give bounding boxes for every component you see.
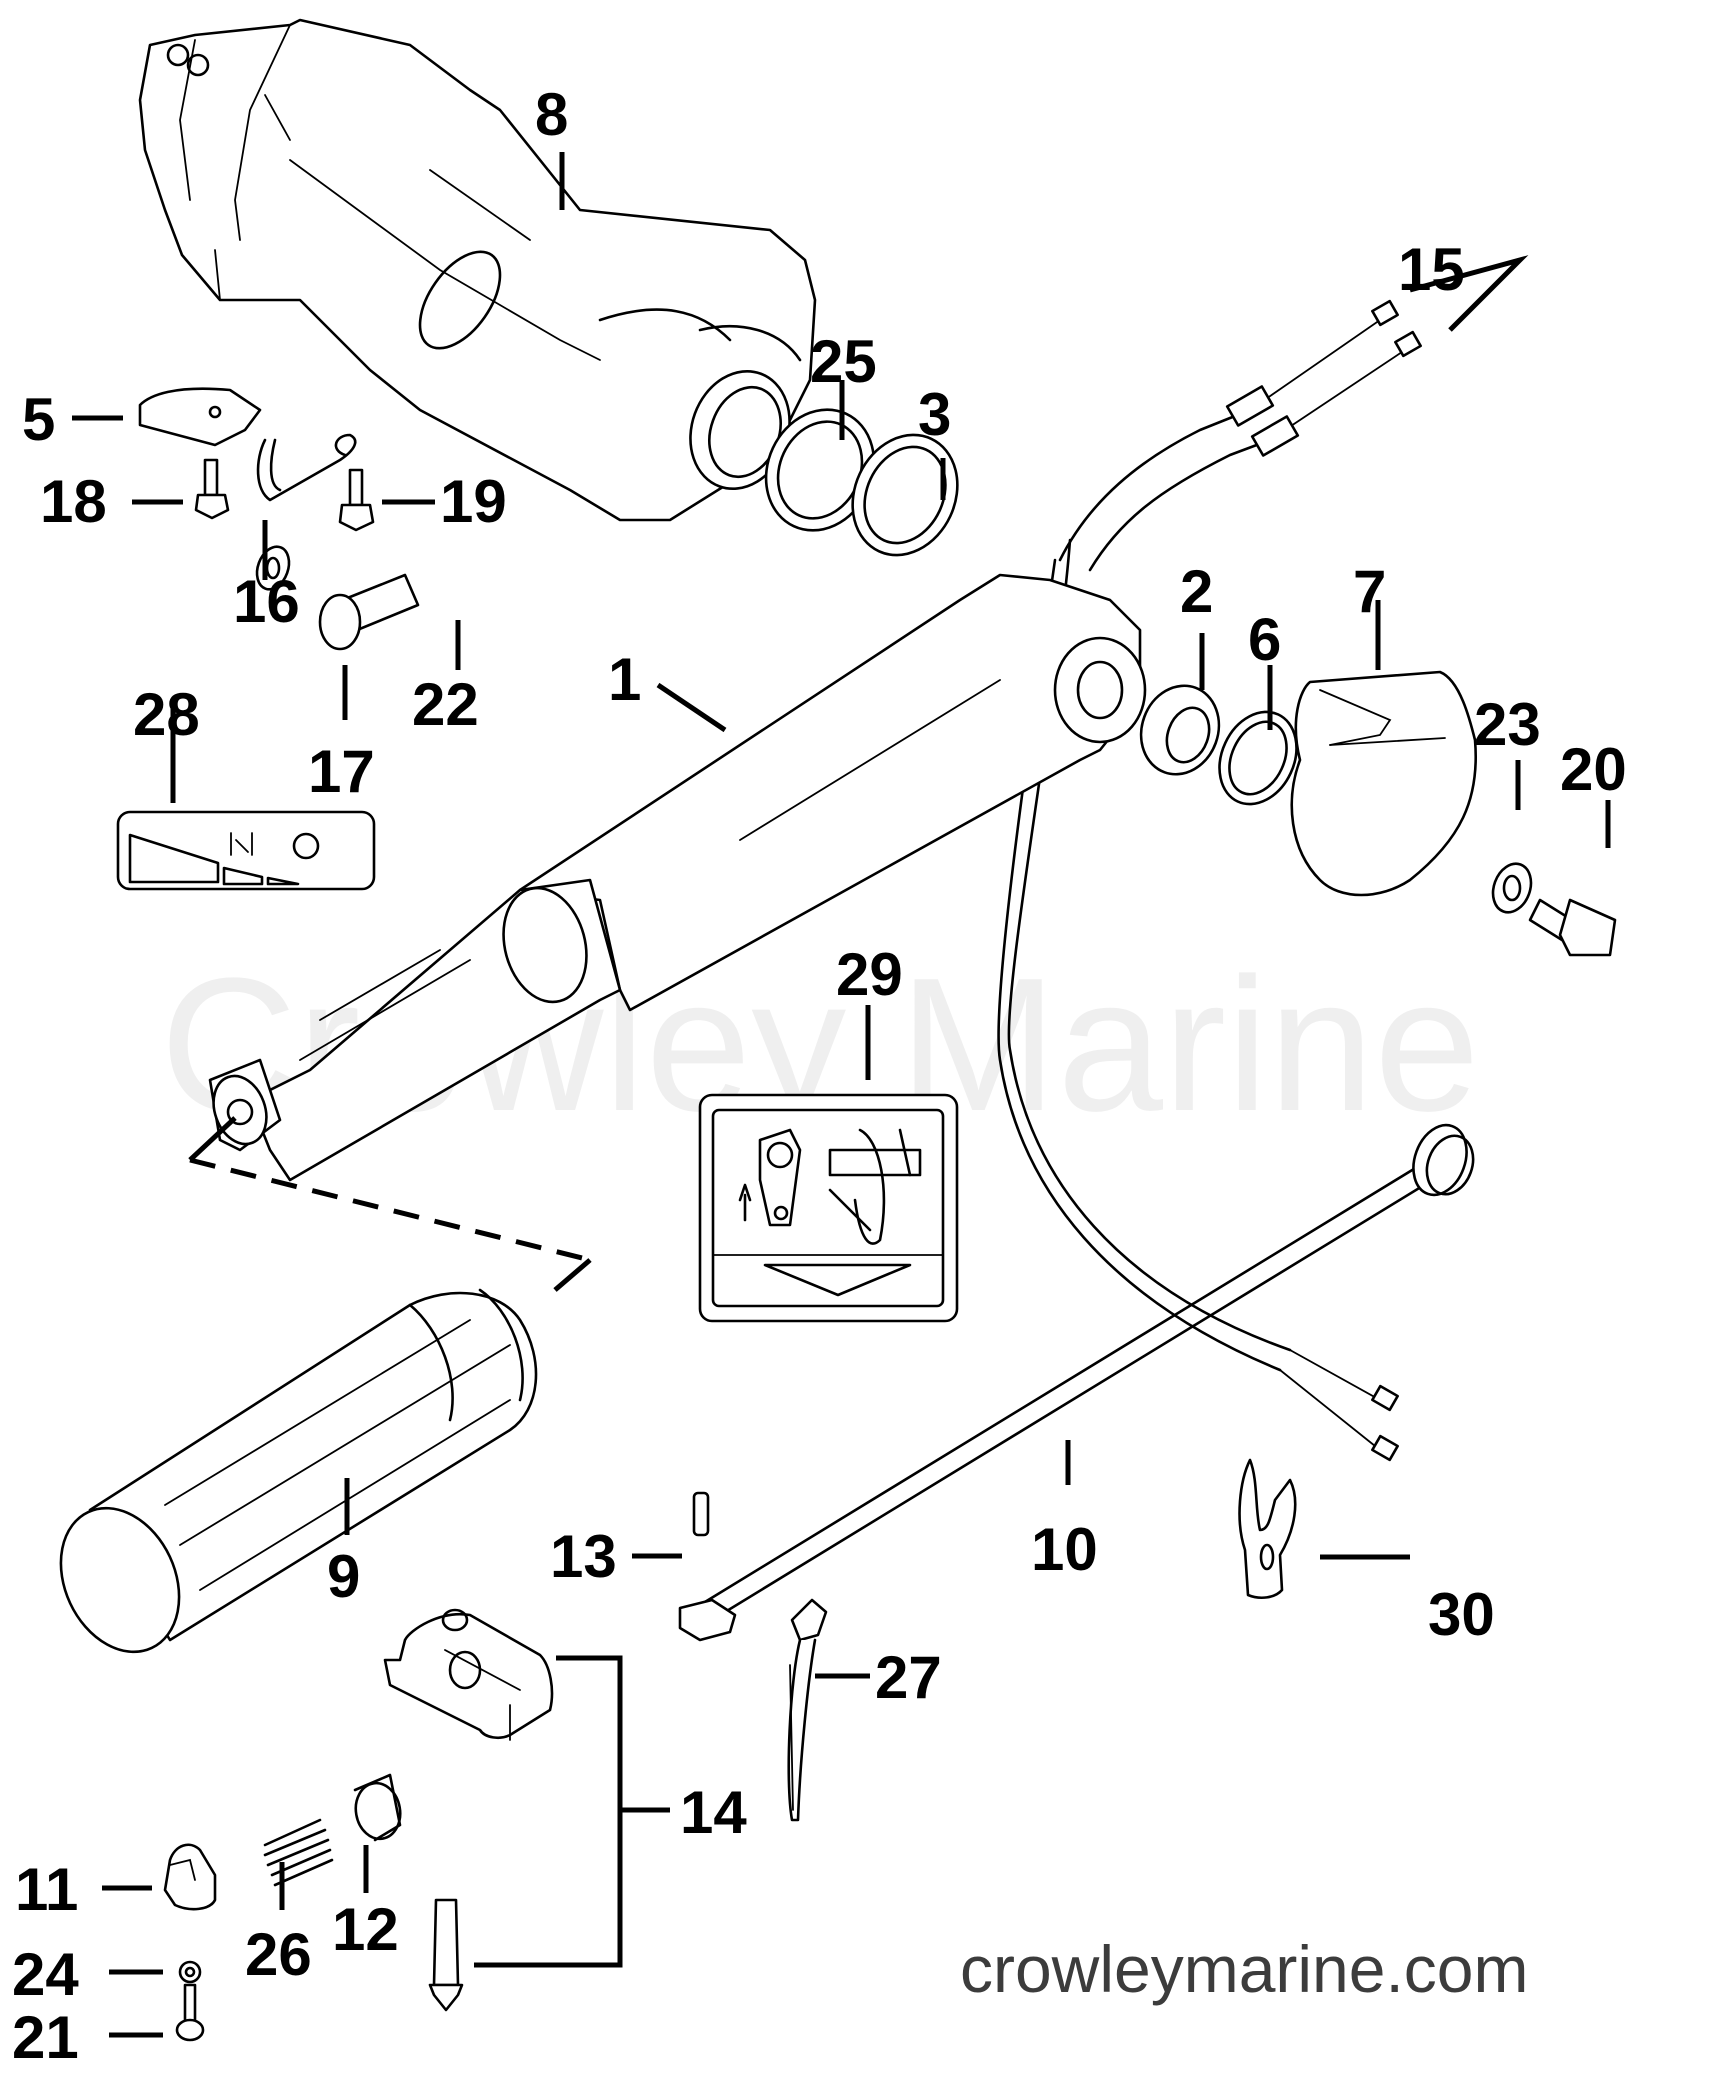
- part-10-shift-rod: [678, 1123, 1475, 1642]
- part-30-shift-lever-clip: [1238, 1458, 1297, 1600]
- part-5-cover-plate: [138, 387, 262, 447]
- part-13-pin: [692, 1491, 710, 1537]
- callout-29[interactable]: 29: [836, 941, 903, 1008]
- part-14-friction-block: [383, 1608, 670, 2012]
- part-29-shift-decal: [698, 1093, 959, 1323]
- part-7-cover: [1290, 670, 1478, 897]
- callout-21[interactable]: 21: [12, 2004, 79, 2071]
- callout-18[interactable]: 18: [40, 468, 107, 535]
- callout-28[interactable]: 28: [133, 681, 200, 748]
- part-20-screw: [1528, 898, 1617, 957]
- callout-24[interactable]: 24: [12, 1941, 79, 2008]
- callout-27[interactable]: 27: [875, 1644, 942, 1711]
- callout-26[interactable]: 26: [245, 1921, 312, 1988]
- callout-10[interactable]: 10: [1031, 1516, 1098, 1583]
- callout-6[interactable]: 6: [1248, 606, 1281, 673]
- part-17-bolt: [318, 573, 420, 651]
- callout-22[interactable]: 22: [412, 671, 479, 738]
- callout-7[interactable]: 7: [1353, 558, 1386, 625]
- part-15-leader: [1409, 255, 1529, 332]
- callout-labels: 8 15 25 3 5 18 19 16 2 6 7 1 22 28 23 20…: [12, 81, 1627, 2071]
- part-27-cable-tie: [787, 1598, 828, 1822]
- part-19-screw: [338, 468, 375, 532]
- callout-20[interactable]: 20: [1560, 736, 1627, 803]
- part-18-screw: [194, 458, 230, 520]
- website-label: crowleymarine.com: [960, 1932, 1528, 2006]
- callout-23[interactable]: 23: [1474, 691, 1541, 758]
- callout-13[interactable]: 13: [550, 1523, 617, 1590]
- grip-connection-dashes: [188, 1116, 592, 1292]
- callout-17[interactable]: 17: [308, 738, 375, 805]
- part-28-throttle-decal: [116, 810, 376, 891]
- callout-5[interactable]: 5: [22, 386, 55, 453]
- callout-14[interactable]: 14: [680, 1779, 747, 1846]
- callout-3[interactable]: 3: [918, 381, 951, 448]
- part-1-tiller-arm: [208, 573, 1147, 1182]
- part-2-bushing: [1139, 684, 1221, 776]
- callout-16[interactable]: 16: [233, 568, 300, 635]
- part-3-washer: [851, 433, 959, 557]
- callout-1[interactable]: 1: [608, 646, 641, 713]
- part-8-bracket-housing: [138, 18, 817, 522]
- callout-25[interactable]: 25: [810, 328, 877, 395]
- callout-15[interactable]: 15: [1398, 236, 1465, 303]
- callout-11[interactable]: 11: [15, 1856, 78, 1923]
- leader-lines: [72, 152, 1611, 2038]
- part-11-knob: [163, 1843, 217, 1911]
- part-6-washer: [1218, 710, 1298, 806]
- callout-12[interactable]: 12: [332, 1896, 399, 1963]
- part-23-washer: [1491, 862, 1533, 914]
- part-16-spring: [256, 433, 357, 502]
- callout-2[interactable]: 2: [1180, 558, 1213, 625]
- callout-19[interactable]: 19: [440, 468, 507, 535]
- part-26-spring: [263, 1818, 334, 1887]
- part-12-bushing: [353, 1773, 402, 1842]
- part-24-lockwasher: [178, 1960, 202, 1984]
- part-9-grip: [59, 1288, 538, 1654]
- callout-30[interactable]: 30: [1428, 1581, 1495, 1648]
- callout-8[interactable]: 8: [535, 81, 568, 148]
- part-21-screw: [175, 1983, 205, 2042]
- callout-9[interactable]: 9: [327, 1543, 360, 1610]
